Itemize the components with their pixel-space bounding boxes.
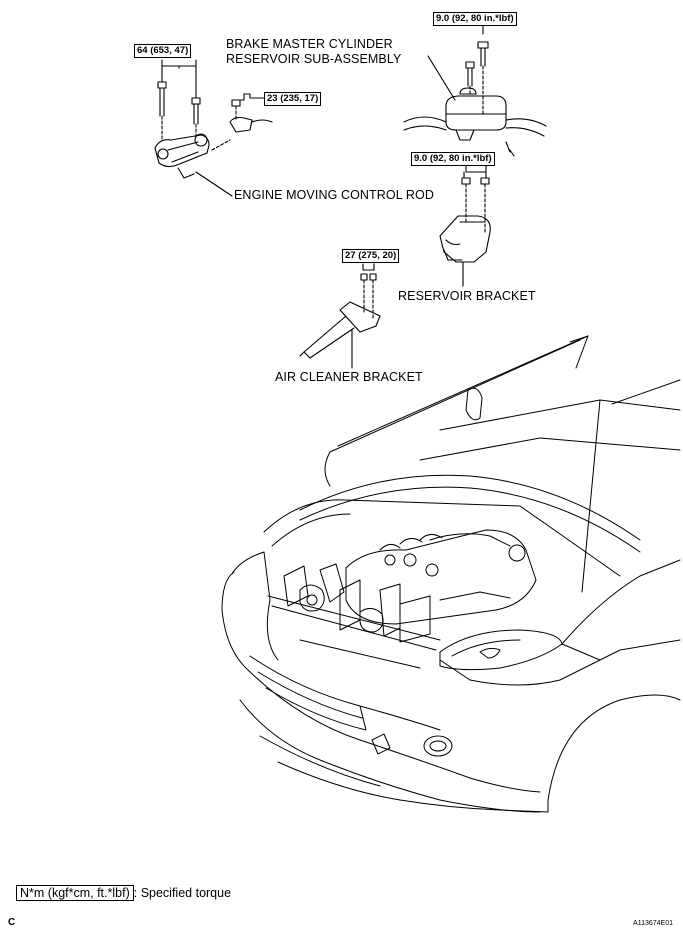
air-cleaner-bracket-assembly: [299, 263, 381, 369]
label-reservoir-bracket: RESERVOIR BRACKET: [398, 289, 536, 303]
figure-id: A113674E01: [633, 920, 673, 927]
label-air-cleaner-bracket: AIR CLEANER BRACKET: [275, 370, 423, 384]
torque-box-reservoir-bracket-bolts: 9.0 (92, 80 in.*lbf): [411, 152, 495, 166]
engine-moving-control-rod-assembly: [154, 59, 273, 197]
brake-reservoir-assembly: [403, 25, 547, 157]
torque-legend: N*m (kgf*cm, ft.*lbf): Specified torque: [16, 885, 232, 901]
reservoir-bracket-assembly: [439, 165, 491, 287]
label-brake-reservoir-line1: BRAKE MASTER CYLINDER: [226, 37, 393, 51]
legend-description: : Specified torque: [133, 886, 232, 900]
label-engine-moving-control-rod: ENGINE MOVING CONTROL ROD: [234, 188, 434, 202]
legend-unit-box: N*m (kgf*cm, ft.*lbf): [16, 885, 134, 901]
torque-box-engine-mount-bolts: 64 (653, 47): [134, 44, 192, 58]
torque-box-reservoir-bolt: 9.0 (92, 80 in.*lbf): [433, 12, 517, 26]
torque-box-air-cleaner-bracket-bolts: 27 (275, 20): [342, 249, 400, 263]
torque-box-rod-bracket-bolt: 23 (235, 17): [264, 92, 322, 106]
section-letter: C: [8, 917, 16, 928]
vehicle-front-illustration: [221, 335, 681, 813]
label-brake-reservoir-line2: RESERVOIR SUB-ASSEMBLY: [226, 52, 402, 66]
